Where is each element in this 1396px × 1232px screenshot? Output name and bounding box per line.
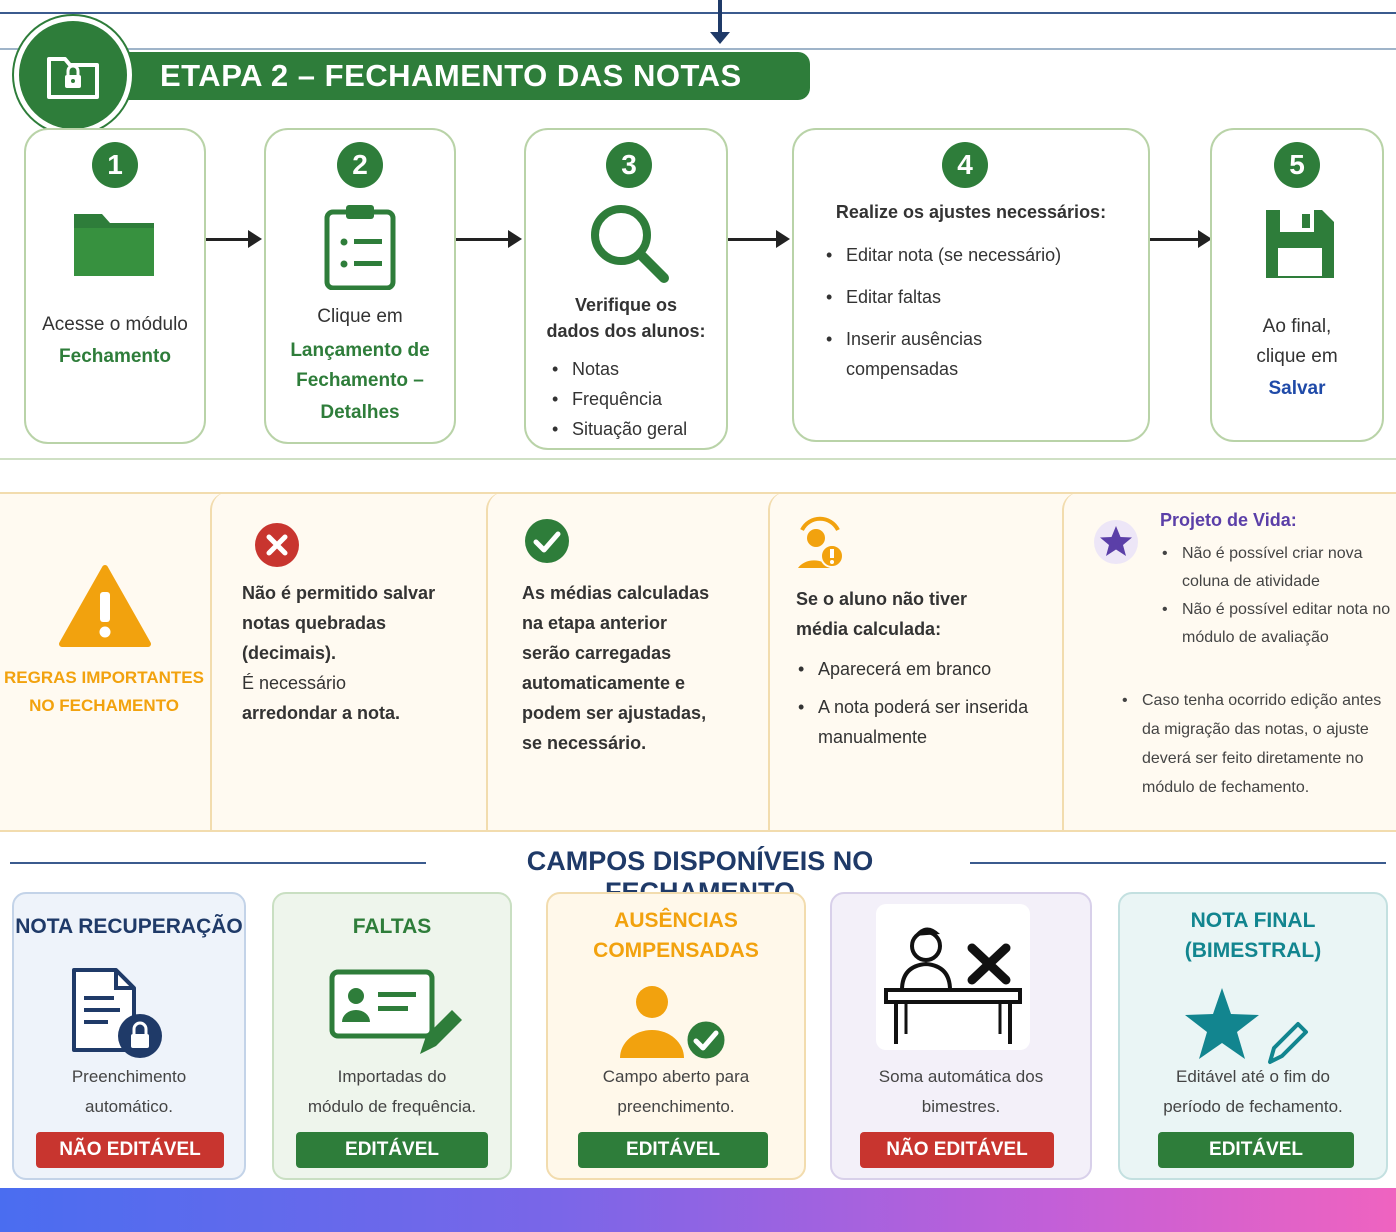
rule-1 <box>210 492 486 832</box>
down-arrow-icon <box>710 0 730 44</box>
rule-3 <box>768 492 1062 832</box>
card-desc-1: Campo aberto para <box>602 1067 750 1086</box>
step-2-highlight-2: Fechamento – <box>296 370 424 391</box>
field-card-soma: Soma automática dos bimestres. NÃO EDITÁ… <box>830 892 1092 1180</box>
arrow-right-icon <box>1150 230 1212 248</box>
arrow-right-icon <box>206 230 262 248</box>
list-item: Não é possível criar nova coluna de ativ… <box>1160 540 1396 596</box>
card-title-1: AUSÊNCIAS <box>614 909 738 932</box>
rules-label-2: NO FECHAMENTO <box>29 696 179 715</box>
top-divider <box>0 12 1396 14</box>
save-icon <box>1262 206 1338 287</box>
user-check-icon <box>618 984 728 1069</box>
card-title-2: COMPENSADAS <box>593 939 759 962</box>
document-lock-icon <box>70 966 170 1067</box>
list-item: Não é possível editar nota no módulo de … <box>1160 596 1396 652</box>
step-4-heading: Realize os ajustes necessários: <box>835 202 1107 222</box>
rule-4-list: Caso tenha ocorrido edição antes da migr… <box>1120 686 1390 802</box>
id-card-edit-icon <box>328 966 468 1067</box>
field-card-nota-final: NOTA FINAL (BIMESTRAL) Editável até o fi… <box>1118 892 1388 1180</box>
card-desc-1: Editável até o fim do <box>1175 1067 1331 1086</box>
search-icon <box>586 200 672 291</box>
rule-2-text: As médias calculadas na etapa anterior s… <box>522 583 710 753</box>
rule-3-heading-2: média calculada: <box>796 619 942 639</box>
error-icon <box>254 522 300 573</box>
top-divider-2 <box>0 48 1396 50</box>
step-2-highlight-3: Detalhes <box>320 402 400 423</box>
step-1-text: Acesse o módulo <box>42 314 188 335</box>
step-5-line-2: clique em <box>1256 346 1338 367</box>
status-badge: NÃO EDITÁVEL <box>860 1132 1054 1168</box>
step-number-1: 1 <box>92 142 138 188</box>
field-card-faltas: FALTAS Importadas do módulo de frequênci… <box>272 892 512 1180</box>
step-number-3: 3 <box>606 142 652 188</box>
status-badge: NÃO EDITÁVEL <box>36 1132 224 1168</box>
step-2-highlight-1: Lançamento de <box>290 340 430 361</box>
user-alert-icon <box>794 516 846 575</box>
rule-4-sublist: Não é possível criar nova coluna de ativ… <box>1160 540 1396 652</box>
rule-3-list: Aparecerá em branco A nota poderá ser in… <box>796 654 1046 752</box>
step-4-list: Editar nota (se necessário) Editar falta… <box>824 240 1124 384</box>
card-desc-1: Soma automática dos <box>878 1067 1044 1086</box>
step-3-list: Notas Frequência Situação geral <box>550 354 728 444</box>
star-edit-icon <box>1182 986 1312 1071</box>
card-desc-2: período de fechamento. <box>1163 1097 1343 1116</box>
arrow-right-icon <box>456 230 522 248</box>
step-3-heading-2: dados dos alunos: <box>546 321 706 341</box>
card-desc-1: Preenchimento <box>71 1067 187 1086</box>
rule-4-title: Projeto de Vida: <box>1160 510 1297 530</box>
field-card-ausencias-compensadas: AUSÊNCIAS COMPENSADAS Campo aberto para … <box>546 892 806 1180</box>
card-title: FALTAS <box>352 915 432 938</box>
step-number-2: 2 <box>337 142 383 188</box>
bottom-gradient-bar <box>0 1188 1396 1232</box>
check-icon <box>524 518 570 569</box>
rules-label-1: REGRAS IMPORTANTES <box>4 668 204 687</box>
card-title: NOTA RECUPERAÇÃO <box>15 915 243 938</box>
list-item: Situação geral <box>550 414 728 444</box>
status-badge: EDITÁVEL <box>1158 1132 1354 1168</box>
list-item: Notas <box>550 354 728 384</box>
list-item: A nota poderá ser inserida manualmente <box>796 692 1046 752</box>
list-item: Caso tenha ocorrido edição antes da migr… <box>1120 686 1390 802</box>
rule-4 <box>1062 492 1396 832</box>
rule-2 <box>486 492 768 832</box>
stage-title: ETAPA 2 – FECHAMENTO DAS NOTAS <box>160 58 742 93</box>
section-divider <box>0 458 1396 460</box>
list-item: Editar nota (se necessário) <box>824 240 1124 270</box>
step-number-5: 5 <box>1274 142 1320 188</box>
card-desc-2: preenchimento. <box>617 1097 735 1116</box>
list-item: Frequência <box>550 384 728 414</box>
folder-lock-icon <box>14 16 132 134</box>
card-desc-2: bimestres. <box>921 1097 1001 1116</box>
star-badge-icon <box>1088 518 1144 571</box>
status-badge: EDITÁVEL <box>578 1132 768 1168</box>
section-line-left <box>10 862 426 864</box>
folder-icon <box>72 206 156 283</box>
arrow-right-icon <box>728 230 790 248</box>
section-line-right <box>970 862 1386 864</box>
card-desc-1: Importadas do <box>337 1067 447 1086</box>
list-item: Editar faltas <box>824 282 1124 312</box>
list-item: Inserir ausências compensadas <box>824 324 1014 384</box>
card-title-1: NOTA FINAL <box>1190 909 1316 932</box>
stage-banner <box>100 52 810 100</box>
step-2-text: Clique em <box>317 306 403 327</box>
clipboard-icon <box>322 202 398 295</box>
step-1-highlight: Fechamento <box>59 346 171 367</box>
step-3-heading-1: Verifique os <box>574 295 678 315</box>
rule-1-text: Não é permitido salvar notas quebradas (… <box>242 583 436 723</box>
step-number-4: 4 <box>942 142 988 188</box>
desk-absent-icon <box>876 904 1030 1050</box>
rule-3-heading-1: Se o aluno não tiver <box>796 589 968 609</box>
card-desc-2: automático. <box>85 1097 173 1116</box>
status-badge: EDITÁVEL <box>296 1132 488 1168</box>
card-desc-2: módulo de frequência. <box>307 1097 477 1116</box>
list-item: Aparecerá em branco <box>796 654 1046 684</box>
warning-icon <box>58 564 152 653</box>
card-title-2: (BIMESTRAL) <box>1184 939 1322 962</box>
step-5-highlight: Salvar <box>1268 378 1326 399</box>
field-card-nota-recuperacao: NOTA RECUPERAÇÃO Preenchimento automátic… <box>12 892 246 1180</box>
step-5-line-1: Ao final, <box>1262 316 1332 337</box>
